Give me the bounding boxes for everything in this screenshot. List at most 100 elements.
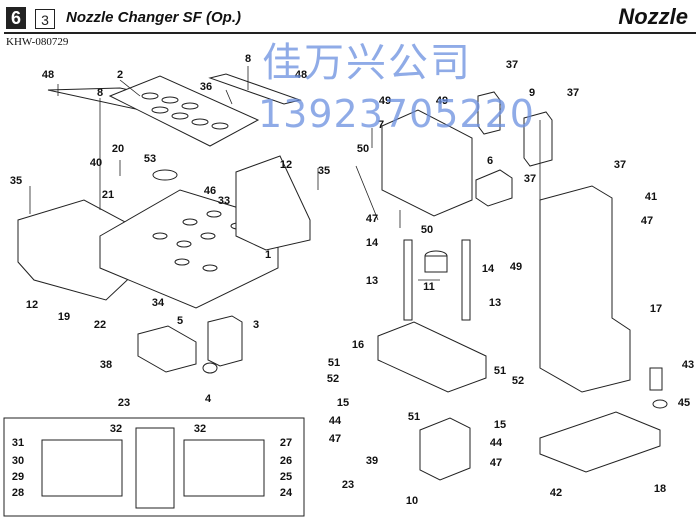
callout-label: 37 bbox=[614, 159, 626, 171]
callout-label: 11 bbox=[423, 281, 435, 293]
callout-label: 23 bbox=[118, 397, 130, 409]
callout-label: 6 bbox=[487, 155, 493, 167]
callout-label: 50 bbox=[421, 224, 433, 236]
callout-label: 35 bbox=[10, 175, 22, 187]
category-title: Nozzle bbox=[618, 4, 688, 29]
callout-label: 47 bbox=[490, 457, 502, 469]
diagram-parts bbox=[17, 73, 668, 481]
inset-parts bbox=[41, 427, 265, 509]
callout-label: 16 bbox=[352, 339, 364, 351]
callout-label: 20 bbox=[112, 143, 124, 155]
callout-label: 30 bbox=[12, 455, 24, 467]
callout-label: 51 bbox=[494, 365, 506, 377]
header: 6 3 Nozzle Changer SF (Op.) Nozzle bbox=[0, 0, 700, 34]
callout-label: 35 bbox=[318, 165, 330, 177]
callout-label: 47 bbox=[641, 215, 653, 227]
washer-45 bbox=[652, 399, 668, 409]
page-title: Nozzle Changer SF (Op.) bbox=[66, 9, 242, 26]
block-7 bbox=[381, 109, 473, 217]
rod-13-left bbox=[403, 239, 413, 321]
callout-label: 2 bbox=[117, 69, 123, 81]
base-12-left bbox=[17, 199, 141, 301]
callout-label: 15 bbox=[337, 397, 349, 409]
callout-label: 24 bbox=[280, 487, 293, 499]
part-9b bbox=[523, 111, 553, 167]
bracket-12-right bbox=[235, 155, 311, 251]
part-9a bbox=[477, 91, 501, 135]
callout-label: 42 bbox=[550, 487, 562, 499]
callout-label: 25 bbox=[280, 471, 292, 483]
callout-label: 51 bbox=[328, 357, 340, 369]
side-plate-17 bbox=[539, 185, 631, 393]
callout-label: 26 bbox=[280, 455, 292, 467]
callout-label: 8 bbox=[245, 53, 251, 65]
rod-13-right bbox=[461, 239, 471, 321]
callout-label: 43 bbox=[682, 359, 694, 371]
callout-label: 10 bbox=[406, 495, 418, 507]
callout-label: 48 bbox=[295, 69, 307, 81]
callout-label: 17 bbox=[650, 303, 662, 315]
callout-label: 27 bbox=[280, 437, 292, 449]
callout-label: 32 bbox=[194, 423, 206, 435]
callout-label: 39 bbox=[366, 455, 378, 467]
callout-label: 28 bbox=[12, 487, 24, 499]
nozzle-block-1 bbox=[99, 189, 279, 309]
callout-label: 8 bbox=[97, 87, 103, 99]
callout-label: 51 bbox=[408, 411, 420, 423]
callout-label: 5 bbox=[177, 315, 183, 327]
callout-label: 37 bbox=[567, 87, 579, 99]
callout-label: 44 bbox=[329, 415, 342, 427]
fitting-4 bbox=[202, 362, 218, 374]
sub-number: 3 bbox=[35, 9, 55, 29]
watermark-company: 佳万兴公司 bbox=[262, 40, 472, 86]
callout-label: 31 bbox=[12, 437, 24, 449]
callout-label: 33 bbox=[218, 195, 230, 207]
callout-label: 19 bbox=[58, 311, 70, 323]
callout-label: 52 bbox=[512, 375, 524, 387]
callout-label: 44 bbox=[490, 437, 503, 449]
bracket-8-right bbox=[208, 73, 302, 105]
base-plate-18 bbox=[539, 411, 661, 473]
callout-label: 47 bbox=[329, 433, 341, 445]
callout-label: 37 bbox=[524, 173, 536, 185]
callout-label: 36 bbox=[200, 81, 212, 93]
bolt-43 bbox=[649, 367, 663, 391]
bracket-3 bbox=[207, 315, 243, 367]
watermark-phone: 13923705220 bbox=[258, 92, 535, 136]
callout-label: 13 bbox=[366, 275, 378, 287]
callout-label: 22 bbox=[94, 319, 106, 331]
callout-label: 48 bbox=[42, 69, 54, 81]
callout-label: 38 bbox=[100, 359, 112, 371]
callout-label: 46 bbox=[204, 185, 216, 197]
callout-label: 14 bbox=[366, 237, 379, 249]
callout-label: 9 bbox=[529, 87, 535, 99]
section-number: 6 bbox=[6, 7, 26, 29]
callout-label: 14 bbox=[482, 263, 495, 275]
callout-label: 12 bbox=[26, 299, 38, 311]
callout-label: 7 bbox=[378, 119, 384, 131]
callout-label: 40 bbox=[90, 157, 102, 169]
callout-label: 29 bbox=[12, 471, 24, 483]
stopper-6 bbox=[475, 169, 513, 207]
valve-10 bbox=[419, 417, 471, 481]
cylinder-5 bbox=[137, 325, 197, 373]
leader-lines bbox=[29, 66, 541, 281]
callout-label: 15 bbox=[494, 419, 506, 431]
callout-label: 3 bbox=[253, 319, 259, 331]
callout-label: 23 bbox=[342, 479, 354, 491]
callout-label: 4 bbox=[205, 393, 212, 405]
callout-label: 49 bbox=[436, 95, 448, 107]
callout-label: 1 bbox=[265, 249, 271, 261]
callout-label: 32 bbox=[110, 423, 122, 435]
callout-label: 53 bbox=[144, 153, 156, 165]
callout-label: 50 bbox=[357, 143, 369, 155]
callout-label: 41 bbox=[645, 191, 657, 203]
block-16 bbox=[377, 321, 487, 393]
callout-label: 49 bbox=[510, 261, 522, 273]
callout-label: 47 bbox=[366, 213, 378, 225]
callout-label: 49 bbox=[379, 95, 391, 107]
callout-label: 37 bbox=[506, 59, 518, 71]
callout-label: 45 bbox=[678, 397, 690, 409]
